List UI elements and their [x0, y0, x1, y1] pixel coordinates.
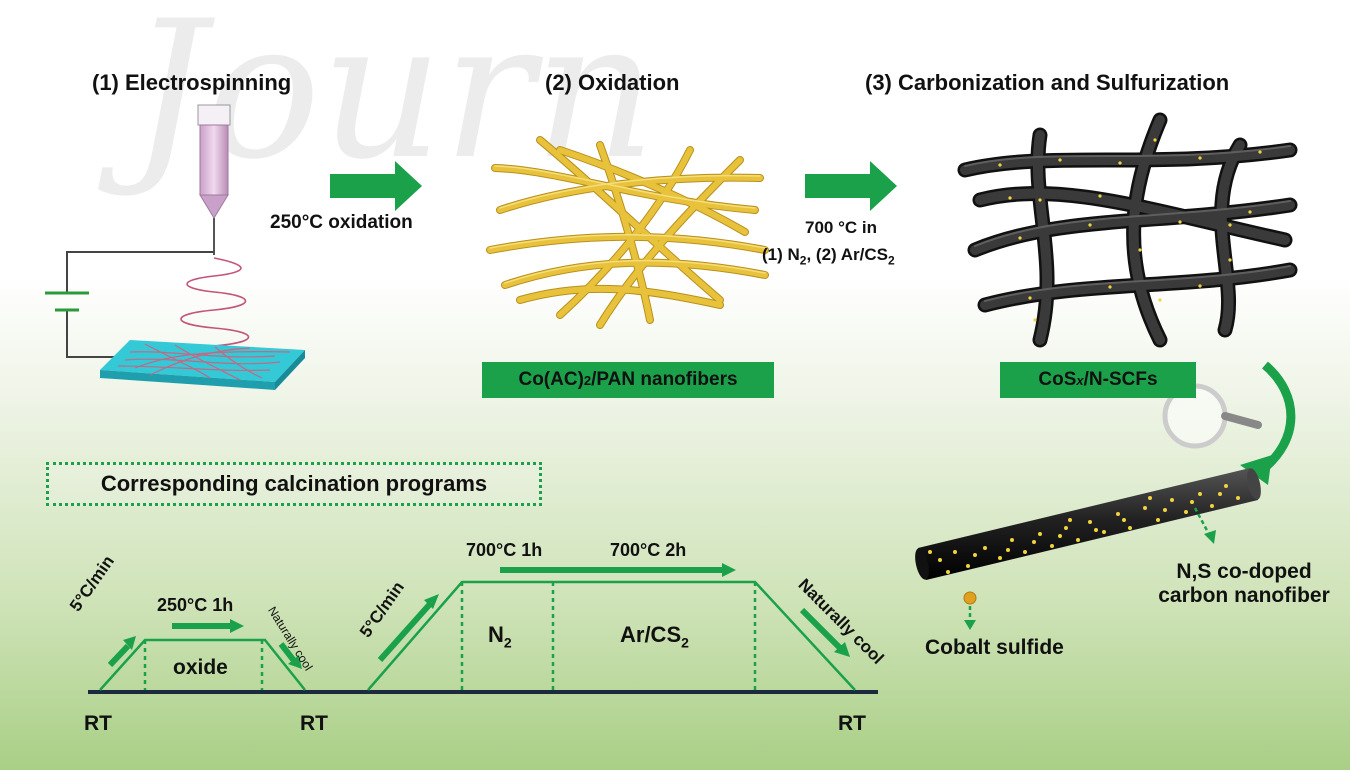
hold2-label: 700°C 1h — [466, 540, 543, 560]
fiber-label-line2: carbon nanofiber — [1158, 584, 1330, 607]
n2-text: N — [488, 622, 504, 647]
particle-label: Cobalt sulfide — [925, 636, 1064, 659]
arrow-carbonization — [805, 161, 897, 211]
nanofibers-sub: 2 — [583, 372, 592, 388]
magnifier-icon — [1162, 383, 1262, 449]
n2-label: N2 — [488, 622, 512, 650]
carb-n2-sub: 2 — [799, 253, 807, 268]
black-fibers — [957, 112, 1298, 348]
final-sub: x — [1076, 372, 1084, 388]
ar-sub: 2 — [681, 634, 689, 651]
yellow-fibers — [486, 136, 769, 329]
oxidation-label: 250°C oxidation — [270, 212, 413, 233]
carbonization-label-line1: 700 °C in — [805, 218, 877, 237]
step1-title: (1) Electrospinning — [92, 70, 292, 95]
carbonization-label-line2: (1) N2, (2) Ar/CS2 — [762, 245, 895, 267]
rt3-label: RT — [838, 712, 866, 735]
nanofibers-b: /PAN nanofibers — [591, 369, 738, 390]
arrow-oxidation — [330, 161, 422, 211]
ar-text: Ar/CS — [620, 622, 682, 647]
nanofibers-label: Co(AC)2/PAN nanofibers — [482, 362, 774, 398]
curved-arrow — [1259, 361, 1296, 474]
calcination-program — [88, 563, 878, 694]
step3-title: (3) Carbonization and Sulfurization — [865, 70, 1230, 95]
carb-ar-sub: 2 — [888, 253, 895, 268]
fiber-label-line1: N,S co-doped — [1176, 560, 1312, 583]
calcination-heading: Corresponding calcination programs — [46, 462, 542, 506]
oxide-label: oxide — [173, 656, 228, 679]
n2-sub: 2 — [503, 634, 512, 651]
fiber-label: N,S co-doped carbon nanofiber — [1144, 560, 1344, 608]
final-c: /N-SCFs — [1083, 369, 1158, 390]
carb-ar: , (2) Ar/CS — [806, 245, 889, 264]
hold3-label: 700°C 2h — [610, 540, 687, 560]
electrospinning-apparatus — [45, 104, 305, 390]
final-a: CoS — [1038, 369, 1077, 390]
zoomed-fiber — [915, 468, 1261, 630]
rt1-label: RT — [84, 712, 112, 735]
step2-title: (2) Oxidation — [545, 70, 680, 95]
rt2-label: RT — [300, 712, 328, 735]
carb-n2: (1) N — [762, 245, 800, 264]
hold1-label: 250°C 1h — [157, 595, 234, 615]
nanofibers-a: Co(AC) — [518, 369, 584, 390]
ar-label: Ar/CS2 — [620, 622, 689, 650]
